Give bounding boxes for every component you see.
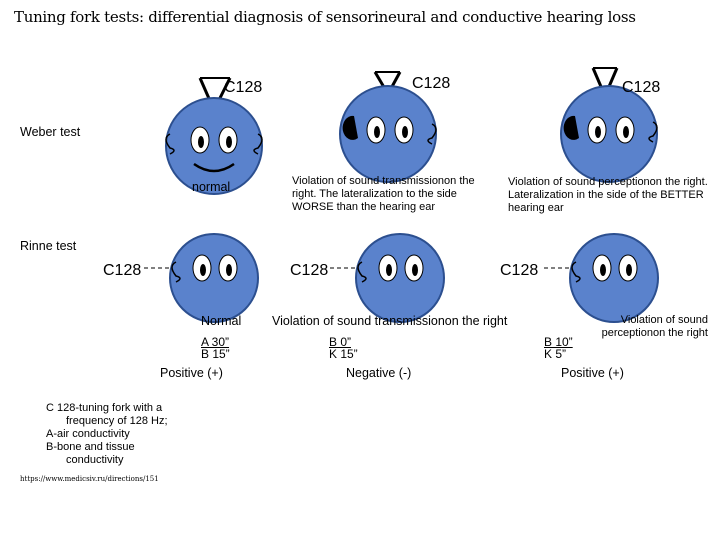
- legend-line-2: frequency of 128 Hz;: [46, 415, 206, 428]
- rinne-case2-fork: C128: [290, 262, 328, 280]
- legend: C 128-tuning fork with a frequency of 12…: [46, 402, 206, 467]
- rinne-case2-caption: Violation of sound transmissionon the ri…: [272, 314, 507, 328]
- legend-line-4: B-bone and tissue: [46, 441, 206, 454]
- rinne-case1-result: Positive (+): [160, 366, 223, 380]
- rinne-case3-line2: K 5”: [544, 348, 573, 360]
- rinne-case3-caption: Violation of sound perceptionon the righ…: [568, 314, 708, 340]
- weber-sensorineural-text: Violation of sound perceptionon the righ…: [508, 176, 708, 215]
- weber-fork-label-3: C128: [622, 79, 660, 97]
- rinne-case2-values: B 0” K 15”: [329, 336, 358, 360]
- rinne-case1-caption: Normal: [201, 314, 241, 328]
- weber-test-label: Weber test: [20, 125, 80, 139]
- weber-fork-label-1: C128: [224, 79, 262, 97]
- legend-line-5: conductivity: [46, 454, 206, 467]
- rinne-case1-line2: B 15”: [201, 348, 230, 360]
- rinne-test-label: Rinne test: [20, 239, 76, 253]
- rinne-case1-fork: C128: [103, 262, 141, 280]
- rinne-case2-result: Negative (-): [346, 366, 411, 380]
- page-title: Tuning fork tests: differential diagnosi…: [14, 8, 636, 26]
- rinne-case2-line2: K 15”: [329, 348, 358, 360]
- rinne-case3-values: B 10” K 5”: [544, 336, 573, 360]
- source-link[interactable]: https://www.medicsiv.ru/directions/151: [20, 475, 159, 483]
- weber-conductive-text: Violation of sound transmissionon the ri…: [292, 175, 492, 214]
- legend-line-3: A-air conductivity: [46, 428, 206, 441]
- legend-line-1: C 128-tuning fork with a: [46, 402, 206, 415]
- weber-normal-label: normal: [192, 180, 230, 194]
- weber-fork-label-2: C128: [412, 75, 450, 93]
- rinne-case3-fork: C128: [500, 262, 538, 280]
- rinne-case3-result: Positive (+): [561, 366, 624, 380]
- rinne-case1-values: A 30” B 15”: [201, 336, 230, 360]
